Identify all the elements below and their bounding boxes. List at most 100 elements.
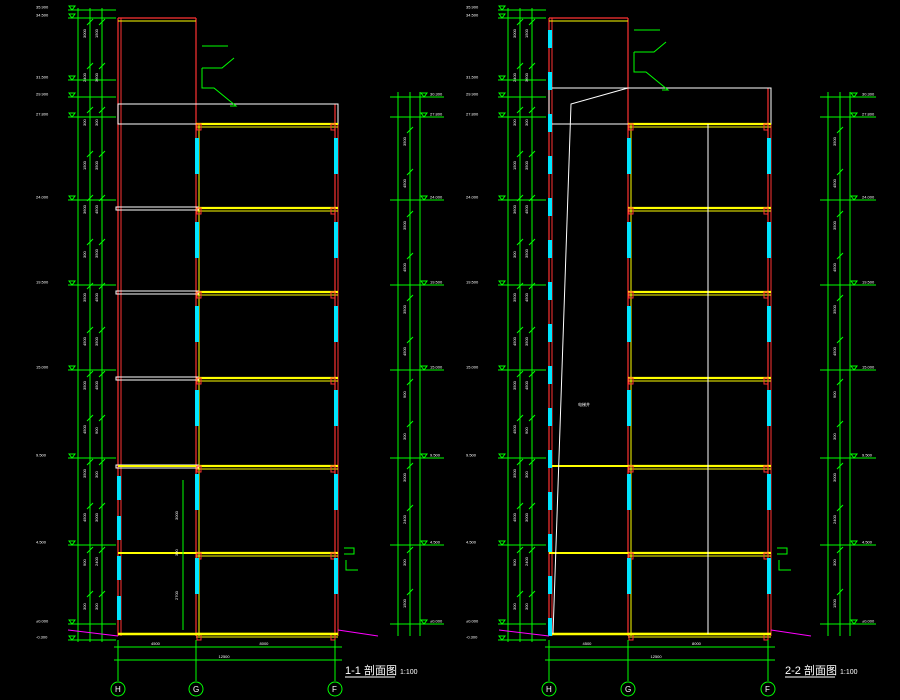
roof-canopy [201,57,238,107]
level-marker [498,540,506,546]
axis-letter-G: G [193,685,199,694]
segment-dimension-label: 3500 [512,380,517,390]
axis-bubble [620,681,636,697]
segment-dimension-label: 3500 [94,336,99,346]
level-marker-right [850,540,858,546]
dimension-tick [86,18,94,26]
segment-dimension-label: 4500 [82,512,87,522]
dimension-tick [86,546,94,554]
segment-dimension-label: 300 [82,251,87,258]
segment-dimension-label: 1500 [512,160,517,170]
level-marker [68,13,76,19]
right-level-label: ±0.000 [430,619,443,624]
level-marker-right [850,619,858,625]
level-label: 35.900 [466,5,479,10]
dimension-tick [86,106,94,114]
dimension-tick-right [836,546,844,554]
dimension-tick-right [406,504,414,512]
segment-dimension-label: 300 [94,603,99,610]
level-marker-right [420,453,428,459]
segment-dimension-label: 3600 [82,204,87,214]
dimension-tick [516,502,524,510]
segment-dimension-label-right: 1500 [402,598,407,608]
segment-dimension-label: 300 [524,603,529,610]
level-label: 19.500 [466,280,479,285]
level-label: 15.000 [466,365,479,370]
level-label: ±0.000 [36,619,49,624]
dimension-tick [86,590,94,598]
level-marker-right [850,112,858,118]
dimension-tick [86,370,94,378]
dimension-tick [98,458,106,466]
beam-stub [196,465,202,473]
segment-dimension-label: 3500 [524,248,529,258]
level-marker-right [420,365,428,371]
window-middle [627,474,631,510]
dimension-tick [528,458,536,466]
level-marker [498,13,506,19]
section-title: 1-1 剖面图 [345,663,397,677]
level-marker-right [850,453,858,459]
interior-dimension-label: 3000 [174,510,179,520]
dimension-tick [516,326,524,334]
level-marker [68,619,76,625]
segment-dimension-label: 4500 [94,380,99,390]
level-marker [68,5,76,11]
beam-stub [330,291,336,299]
level-marker-right [420,195,428,201]
dimension-tick [528,18,536,26]
window-right [334,390,338,426]
window-shaft [117,556,121,580]
ground-slope-left [498,629,550,637]
segment-dimension-label-right: 4500 [832,178,837,188]
segment-dimension-label-right: 3500 [832,304,837,314]
segment-dimension-label-right: 3500 [832,220,837,230]
dimension-tick [516,62,524,70]
segment-dimension-label-right: 3500 [402,304,407,314]
level-marker-right [420,280,428,286]
window-shaft [548,450,552,468]
segment-dimension-label: 3500 [94,160,99,170]
window-shaft [548,240,552,258]
axis-letter-G: G [625,685,631,694]
window-shaft [548,492,552,510]
level-marker-right [850,365,858,371]
dimension-tick [516,18,524,26]
dimension-tick [86,326,94,334]
right-level-label: 19.500 [430,280,443,285]
right-level-label: 27.800 [430,112,443,117]
beam-stub [628,123,634,131]
segment-dimension-label-right: 3000 [832,472,837,482]
segment-dimension-label: 3500 [82,380,87,390]
segment-dimension-label: 2400 [524,556,529,566]
level-label: 9.500 [36,453,47,458]
segment-dimension-label: 4500 [82,336,87,346]
dimension-tick [516,238,524,246]
level-marker-right [420,92,428,98]
segment-dimension-label: 300 [94,471,99,478]
window-right [334,222,338,258]
level-marker [68,75,76,81]
level-marker [498,195,506,201]
axis-letter-F: F [765,685,770,694]
level-marker [68,92,76,98]
right-level-label: 9.500 [862,453,873,458]
dimension-tick [98,106,106,114]
section-scale: 1:100 [840,669,858,676]
segment-dimension-label: 900 [94,427,99,434]
dimension-tick-right [406,462,414,470]
dimension-tick [528,370,536,378]
level-marker [68,453,76,459]
segment-dimension-label-right: 300 [402,433,407,440]
right-level-label: ±0.000 [862,619,875,624]
segment-dimension-label: 3000 [94,512,99,522]
segment-dimension-label: 4500 [524,380,529,390]
dimension-tick-right [406,420,414,428]
bottom-dim-label: 8000 [692,641,702,646]
level-label: 31.500 [36,75,49,80]
dimension-tick [516,150,524,158]
axis-bubble [541,681,557,697]
dimension-tick-right [836,378,844,386]
